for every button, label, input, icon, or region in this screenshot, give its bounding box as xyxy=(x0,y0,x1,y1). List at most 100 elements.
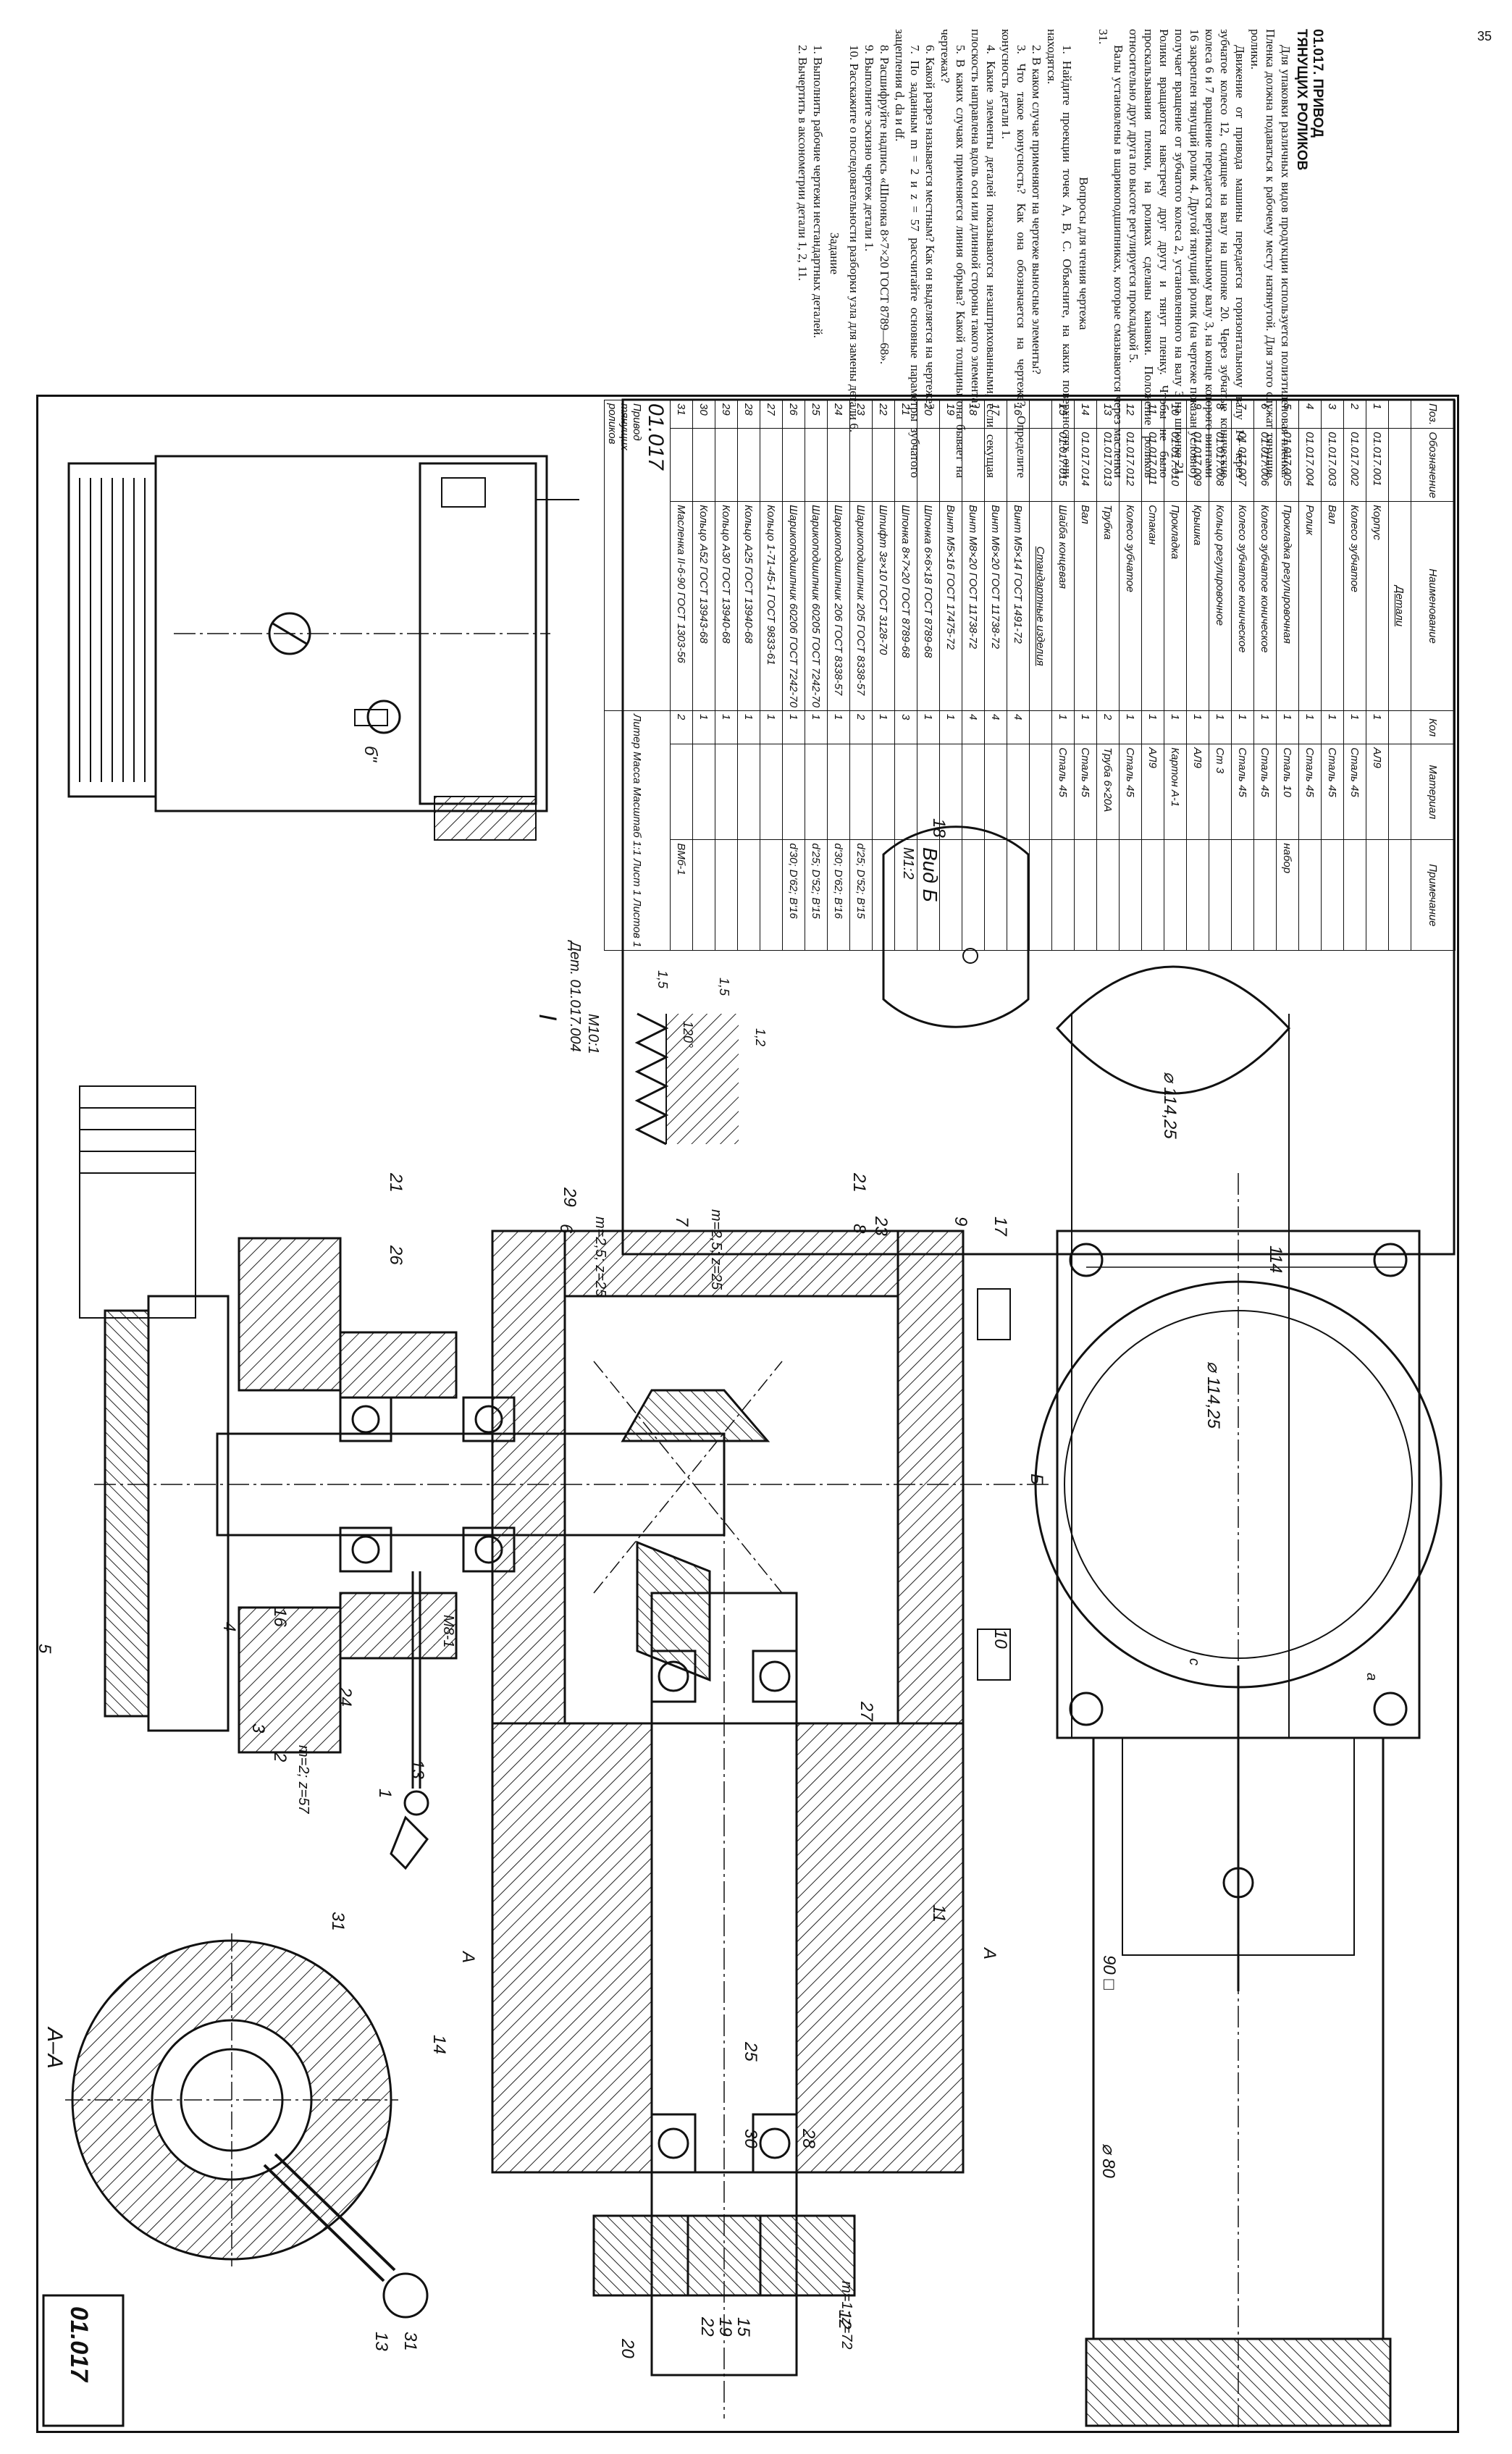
spec-cell-name: Колесо зубчатое коническое xyxy=(1231,501,1254,711)
spec-cell-material xyxy=(760,744,783,840)
spec-cell-material xyxy=(1007,744,1030,840)
balloon-15: 15 xyxy=(734,2317,753,2337)
spec-header-row: Поз. Обозначение Наименование Кол Матери… xyxy=(1411,400,1456,951)
spec-cell-qty: 1 xyxy=(1231,710,1254,744)
spec-cell-qty: 4 xyxy=(962,710,985,744)
spec-cell-designation xyxy=(805,428,828,502)
spec-cell-material: Сталь 45 xyxy=(1231,744,1254,840)
spec-cell-note xyxy=(984,839,1007,951)
title-block-sheets: Листов 1 xyxy=(631,899,644,948)
spec-cell-material: Сталь 45 xyxy=(1074,744,1097,840)
spec-cell-designation: 01.017.007 xyxy=(1231,428,1254,502)
title-block-scale-value: 1:1 xyxy=(631,840,644,856)
spec-cell-note xyxy=(1074,839,1097,951)
spec-cell-name: Ролик xyxy=(1298,501,1322,711)
spec-cell-qty: 1 xyxy=(1119,710,1142,744)
title-block-lit: Литер xyxy=(631,714,644,749)
spec-cell-note xyxy=(1096,839,1120,951)
spec-cell-note xyxy=(939,839,962,951)
spec-cell-qty: 1 xyxy=(1164,710,1187,744)
spec-cell-designation: 01.017.013 xyxy=(1096,428,1120,502)
spec-cell-name: Вал xyxy=(1321,501,1344,711)
spec-cell-name: Прокладка регулировочная xyxy=(1276,501,1299,711)
spec-cell-pos: 30 xyxy=(692,400,715,429)
spec-cell-pos: 18 xyxy=(962,400,985,429)
spec-cell-pos: 2 xyxy=(1343,400,1366,429)
spec-cell-note xyxy=(894,839,917,951)
title-block-sheet: Лист 1 xyxy=(631,858,644,896)
spec-cell-material: Сталь 45 xyxy=(1051,744,1075,840)
title-block-code: 01.017 xyxy=(644,403,668,470)
spec-cell-designation: 01.017.012 xyxy=(1119,428,1142,502)
balloon-1: 1 xyxy=(375,1789,395,1799)
spec-cell-pos: 22 xyxy=(872,400,895,429)
spec-cell-material: Ст 3 xyxy=(1209,744,1232,840)
spec-section-std: Стандартные изделия xyxy=(1029,501,1052,711)
spec-cell-qty: 1 xyxy=(782,710,805,744)
balloon-4: 4 xyxy=(219,1622,239,1632)
spec-cell-qty: 2 xyxy=(849,710,873,744)
page-number: 35 xyxy=(1477,29,1492,43)
spec-cell-note xyxy=(1209,839,1232,951)
spec-cell-qty: 4 xyxy=(984,710,1007,744)
spec-cell-material xyxy=(827,744,850,840)
spec-cell-designation xyxy=(670,428,693,502)
dim-90-square: 90 □ xyxy=(1099,1955,1119,1990)
spec-cell-qty: 1 xyxy=(1186,710,1209,744)
spec-cell-material xyxy=(872,744,895,840)
spec-cell-qty: 2 xyxy=(670,710,693,744)
main-section-view xyxy=(79,1085,1050,2419)
spec-cell-note xyxy=(1186,839,1209,951)
spec-cell-material xyxy=(670,744,693,840)
title-block-scale-label: Масштаб xyxy=(631,786,644,838)
title-block-row: 01.017 Привод тянущих роликов Литер Масс… xyxy=(604,400,671,951)
spec-section-row: Детали xyxy=(1388,400,1411,951)
spec-cell-name: Масленка II-6-90 ГОСТ 1303-56 xyxy=(670,501,693,711)
spec-cell-designation xyxy=(737,428,760,502)
spec-cell-material: Сталь 45 xyxy=(1321,744,1344,840)
spec-cell-qty: 1 xyxy=(805,710,828,744)
spec-cell-pos: 6 xyxy=(1253,400,1277,429)
spec-cell-name: Колесо зубчатое коническое xyxy=(1253,501,1277,711)
balloon-13-b: 13 xyxy=(371,2332,391,2351)
spec-cell-qty: 1 xyxy=(1051,710,1075,744)
spec-cell-material xyxy=(962,744,985,840)
spec-cell-note xyxy=(917,839,940,951)
detail-scale: М10:1 xyxy=(585,1014,601,1054)
spec-cell-note: d'25; D'52; B'15 xyxy=(849,839,873,951)
section-marker-a2: А xyxy=(980,1948,999,1960)
spec-cell-note xyxy=(1231,839,1254,951)
spec-cell-material: АЛ9 xyxy=(1141,744,1164,840)
sheet-code-box xyxy=(42,2294,125,2427)
balloon-25: 25 xyxy=(741,2042,760,2062)
spec-cell-designation: 01.017.005 xyxy=(1276,428,1299,502)
spec-cell-qty: 1 xyxy=(692,710,715,744)
spec-cell-note xyxy=(1253,839,1277,951)
spec-cell-name: Винт М8×20 ГОСТ 11738-72 xyxy=(962,501,985,711)
spec-cell-name: Винт М5×14 ГОСТ 1491-72 xyxy=(1007,501,1030,711)
spec-cell-pos: 14 xyxy=(1074,400,1097,429)
spec-cell-note: d'30; D'62; B'16 xyxy=(782,839,805,951)
spec-cell-designation xyxy=(827,428,850,502)
spec-cell-qty: 1 xyxy=(715,710,738,744)
spec-cell-material xyxy=(917,744,940,840)
spec-cell-material xyxy=(805,744,828,840)
balloon-6: 6 xyxy=(556,1224,576,1234)
spec-cell-material xyxy=(782,744,805,840)
spec-cell-qty: 1 xyxy=(917,710,940,744)
spec-cell-designation: 01.017.014 xyxy=(1074,428,1097,502)
spec-cell-material: Труба 6×20А xyxy=(1096,744,1120,840)
spec-cell-note: ВМб-1 xyxy=(670,839,693,951)
spec-cell-note: d'30; D'62; B'16 xyxy=(827,839,850,951)
spec-cell-qty: 1 xyxy=(1253,710,1277,744)
